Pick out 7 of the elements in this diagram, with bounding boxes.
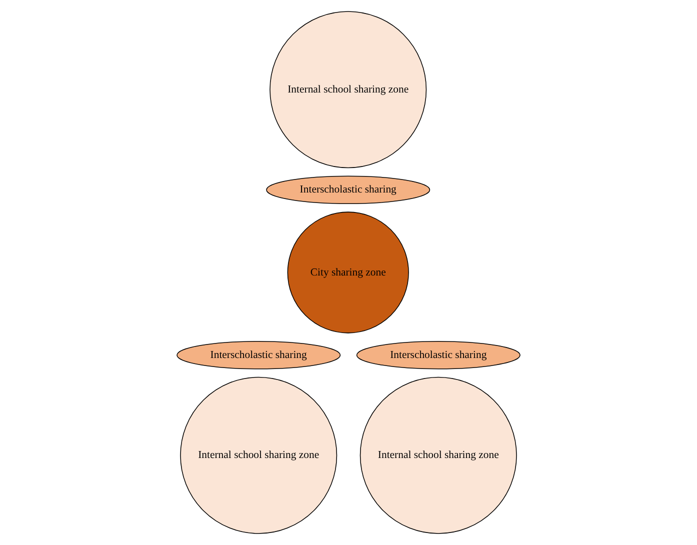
node-circle: Internal school sharing zone (180, 376, 338, 534)
node-ellipse: Interscholastic sharing (356, 340, 520, 370)
node-circle: City sharing zone (287, 212, 409, 334)
node-ellipse: Interscholastic sharing (266, 176, 430, 204)
node-circle: Internal school sharing zone (360, 376, 517, 534)
node-circle: Internal school sharing zone (270, 11, 427, 168)
node-ellipse: Interscholastic sharing (176, 340, 341, 370)
